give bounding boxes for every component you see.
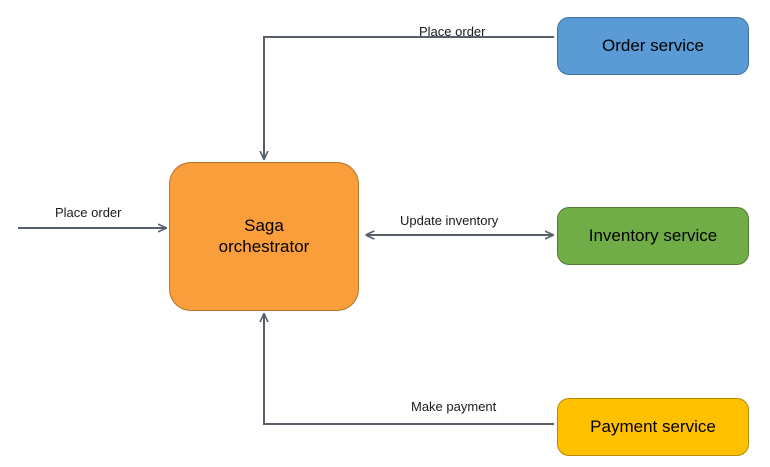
edge-label-place-order-in: Place order <box>55 205 122 220</box>
node-order-service[interactable]: Order service <box>557 17 749 75</box>
edge-make-payment <box>264 314 554 425</box>
edge-label-make-payment: Make payment <box>411 399 497 414</box>
edge-place-order-top <box>264 36 554 159</box>
edge-label-update-inventory: Update inventory <box>400 213 499 228</box>
node-inventory-service[interactable]: Inventory service <box>557 207 749 265</box>
node-inventory-service-label: Inventory service <box>588 225 718 245</box>
node-payment-service-label: Payment service <box>590 416 716 436</box>
node-payment-service[interactable]: Payment service <box>557 398 749 456</box>
node-saga-orchestrator[interactable]: Saga orchestrator <box>169 162 359 311</box>
edge-label-place-order-top: Place order <box>419 24 486 39</box>
node-saga-orchestrator-label: Saga orchestrator <box>218 215 310 256</box>
node-order-service-label: Order service <box>601 35 705 55</box>
